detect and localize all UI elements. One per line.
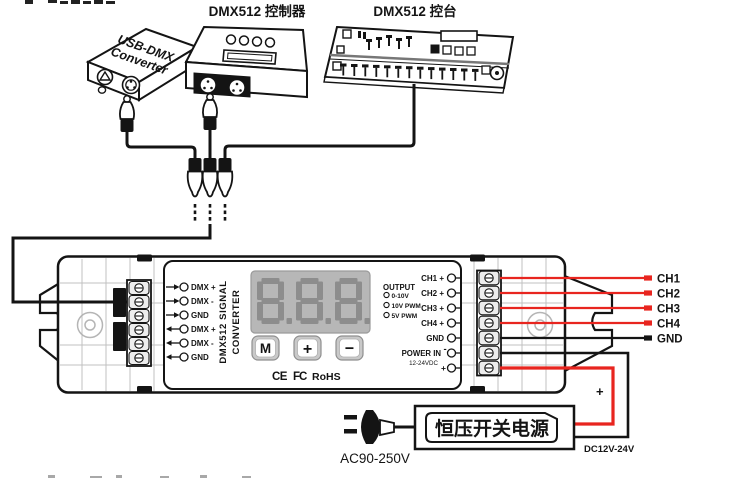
svg-text:DMX +: DMX +	[191, 325, 216, 334]
svg-text:DMX -: DMX -	[191, 297, 214, 306]
xlr-plug-controller	[202, 93, 218, 130]
svg-text:0-10V: 0-10V	[392, 293, 410, 300]
power-supply-label: 恒压开关电源	[435, 417, 549, 440]
label-ch1: CH1	[657, 274, 681, 286]
rohs-mark: RoHS	[312, 371, 341, 383]
svg-text:−: −	[345, 341, 354, 358]
svg-text:+: +	[441, 363, 446, 373]
dashed-continuation	[193, 204, 227, 221]
truncated-text-fragment-top	[25, 0, 115, 4]
svg-text:CH3 +: CH3 +	[421, 304, 444, 313]
power-wire-positive	[500, 366, 615, 426]
svg-text:CH2 +: CH2 +	[421, 289, 444, 298]
xlr-plug-usb	[119, 95, 135, 132]
svg-text:M: M	[260, 341, 271, 356]
dmx512-console-device: DMX512 控台	[323, 3, 515, 94]
svg-text:-: -	[444, 344, 447, 355]
power-plus-label: +	[596, 384, 604, 399]
signal-cables	[125, 84, 416, 158]
dc-voltage-label: DC12V-24V	[584, 444, 635, 455]
increase-button: +	[293, 335, 322, 361]
port-row-dmx-out-minus: DMX -	[166, 338, 214, 348]
port-row-dmx-out-plus: DMX +	[166, 324, 216, 334]
decrease-button: −	[335, 335, 364, 361]
xlr-socket-icon	[228, 78, 246, 97]
label-ch4: CH4	[657, 319, 681, 331]
product-name-line1: DMX512 SIGNAL	[218, 280, 229, 363]
svg-text:DMX +: DMX +	[191, 283, 216, 292]
screw-left	[76, 311, 104, 339]
port-row-dmx-in-minus: DMX -	[166, 296, 214, 306]
dmx512-controller-device: DMX512 控制器	[184, 3, 309, 99]
label-gnd: GND	[657, 334, 683, 346]
svg-text:+: +	[303, 341, 312, 358]
svg-text:POWER IN: POWER IN	[402, 349, 442, 358]
cable-console	[223, 84, 416, 158]
product-name-line2: CONVERTER	[231, 289, 242, 354]
terminal-block-right	[476, 269, 502, 377]
ce-mark-icon: CE	[272, 371, 288, 383]
fcc-mark-icon: FC	[293, 371, 307, 383]
output-mode-indicators: OUTPUT 0-10V 10V PWM 5V PWM	[383, 283, 421, 320]
seven-segment-display	[250, 270, 371, 334]
mounting-clips	[137, 254, 485, 393]
svg-text:GND: GND	[191, 353, 209, 362]
ac-voltage-label: AC90-250V	[340, 451, 410, 466]
svg-text:CH1 +: CH1 +	[421, 274, 444, 283]
dmx-converter-unit: DMX + DMX - GND DMX +	[38, 254, 614, 394]
mode-button: M	[251, 335, 280, 361]
power-supply-box: 恒压开关电源	[413, 404, 576, 451]
terminal-block-left	[126, 279, 152, 367]
port-row-dmx-in-plus: DMX +	[166, 282, 216, 292]
xlr-socket-icon	[199, 76, 217, 94]
controller-label: DMX512 控制器	[209, 3, 306, 19]
dmx-input-cable	[11, 224, 212, 304]
truncated-text-fragment-bottom	[48, 475, 251, 478]
svg-text:OUTPUT: OUTPUT	[383, 283, 415, 292]
power-wire-negative	[500, 351, 630, 439]
xlr-plugs-converging	[186, 158, 234, 221]
svg-text:GND: GND	[426, 334, 444, 343]
label-ch3: CH3	[657, 304, 680, 316]
usb-dmx-converter-device: USB-DMX Converter	[85, 27, 200, 102]
power-in-label: POWER IN - 12-24VDC +	[402, 344, 461, 373]
output-port-labels: CH1 + CH2 + CH3 + CH4 + GND POWER IN - 1…	[402, 273, 461, 373]
port-row-gnd-in: GND	[166, 310, 209, 320]
dmx-port-labels: DMX + DMX - GND DMX +	[166, 282, 216, 362]
channel-wires: CH1 CH2 CH3 CH4 GND	[500, 274, 683, 346]
port-row-gnd-out: GND	[166, 352, 209, 362]
console-label: DMX512 控台	[373, 3, 456, 19]
svg-text:GND: GND	[191, 311, 209, 320]
dmx-connector-body	[113, 322, 126, 351]
cable-usb-dmx	[125, 132, 197, 158]
svg-text:CH4 +: CH4 +	[421, 319, 444, 328]
label-ch2: CH2	[657, 289, 680, 301]
svg-text:5V PWM: 5V PWM	[392, 313, 418, 320]
ac-plug-icon	[344, 410, 415, 444]
svg-text:12-24VDC: 12-24VDC	[409, 360, 438, 367]
svg-text:DMX -: DMX -	[191, 339, 214, 348]
certification-marks: CE FC RoHS	[272, 371, 341, 383]
svg-text:10V PWM: 10V PWM	[392, 303, 421, 310]
console-display	[440, 30, 478, 42]
console-faders	[340, 63, 479, 81]
xlr-socket-icon	[96, 68, 114, 86]
